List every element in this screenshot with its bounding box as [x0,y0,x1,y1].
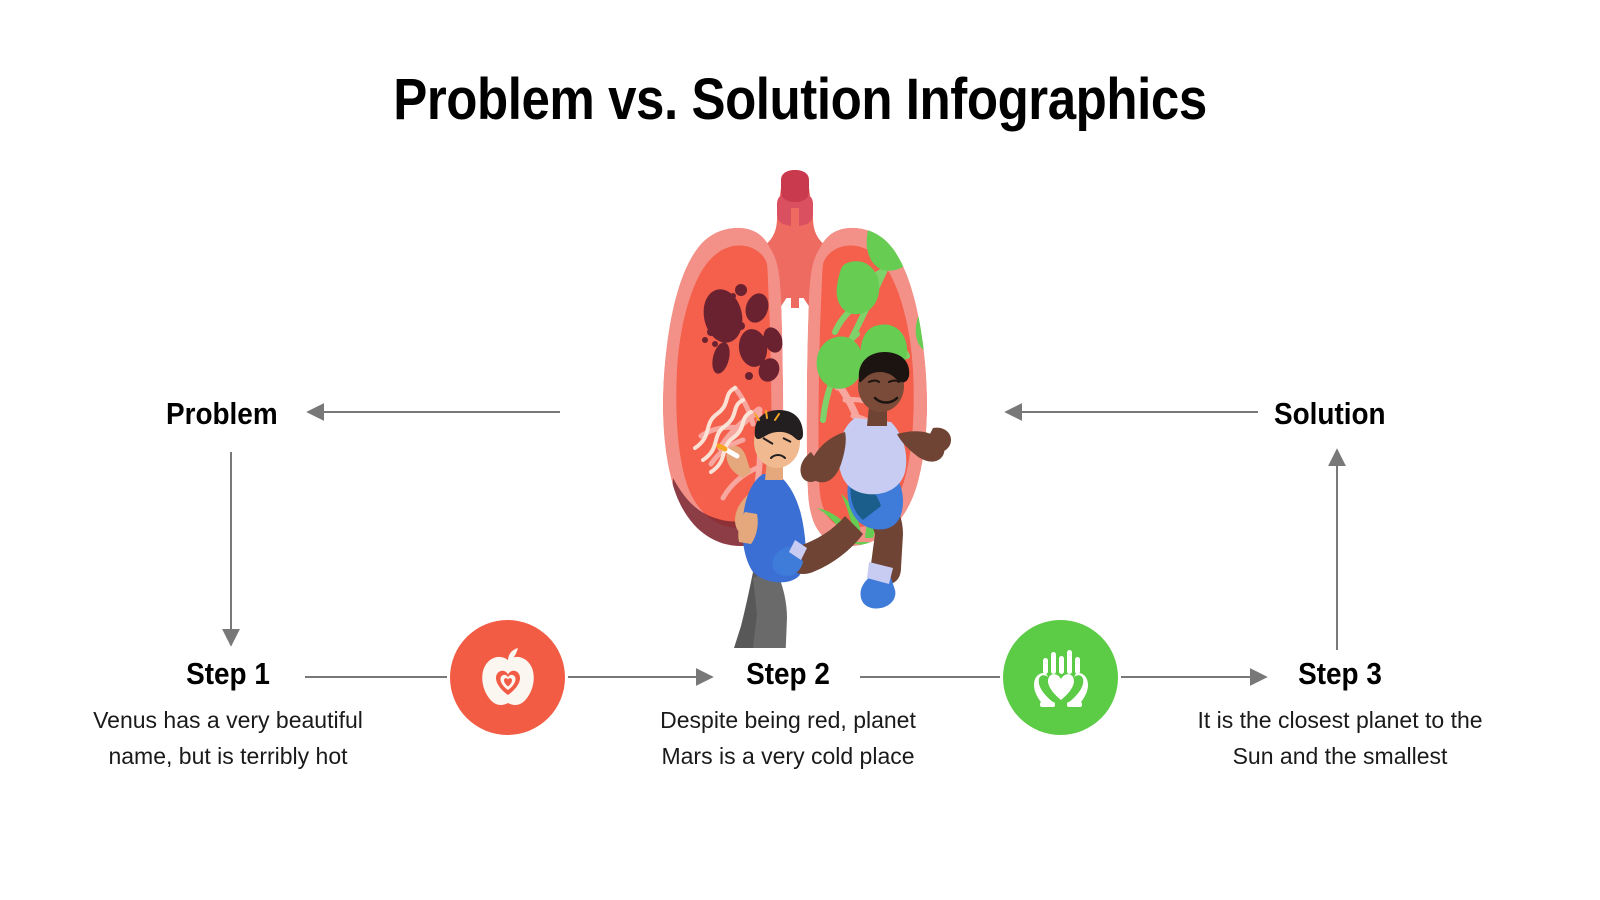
hands-heart-growth-icon [1031,647,1091,709]
lungs-illustration [545,148,1045,702]
step-description-1: Venus has a very beautiful name, but is … [93,707,363,769]
solution-label: Solution [1274,396,1386,431]
step-block-3: Step 3 It is the closest planet to the S… [1190,655,1490,774]
smoke-wisps [693,386,753,474]
step-title-2: Step 2 [746,656,830,691]
lung-damage-spots [702,284,783,382]
step-block-2: Step 2 Despite being red, planet Mars is… [638,655,938,774]
runner-figure [772,352,951,609]
step-title-3: Step 3 [1298,656,1382,691]
step-block-1: Step 1 Venus has a very beautiful name, … [78,655,378,774]
apple-heart-icon-circle[interactable] [450,620,565,735]
step-description-2: Despite being red, planet Mars is a very… [660,707,916,769]
step-description-3: It is the closest planet to the Sun and … [1197,707,1483,769]
page-title: Problem vs. Solution Infographics [393,67,1207,132]
step-title-1: Step 1 [186,656,270,691]
problem-label: Problem [166,396,278,431]
apple-heart-icon [478,647,538,709]
hands-heart-growth-icon-circle[interactable] [1003,620,1118,735]
left-lung-damaged [662,227,784,546]
